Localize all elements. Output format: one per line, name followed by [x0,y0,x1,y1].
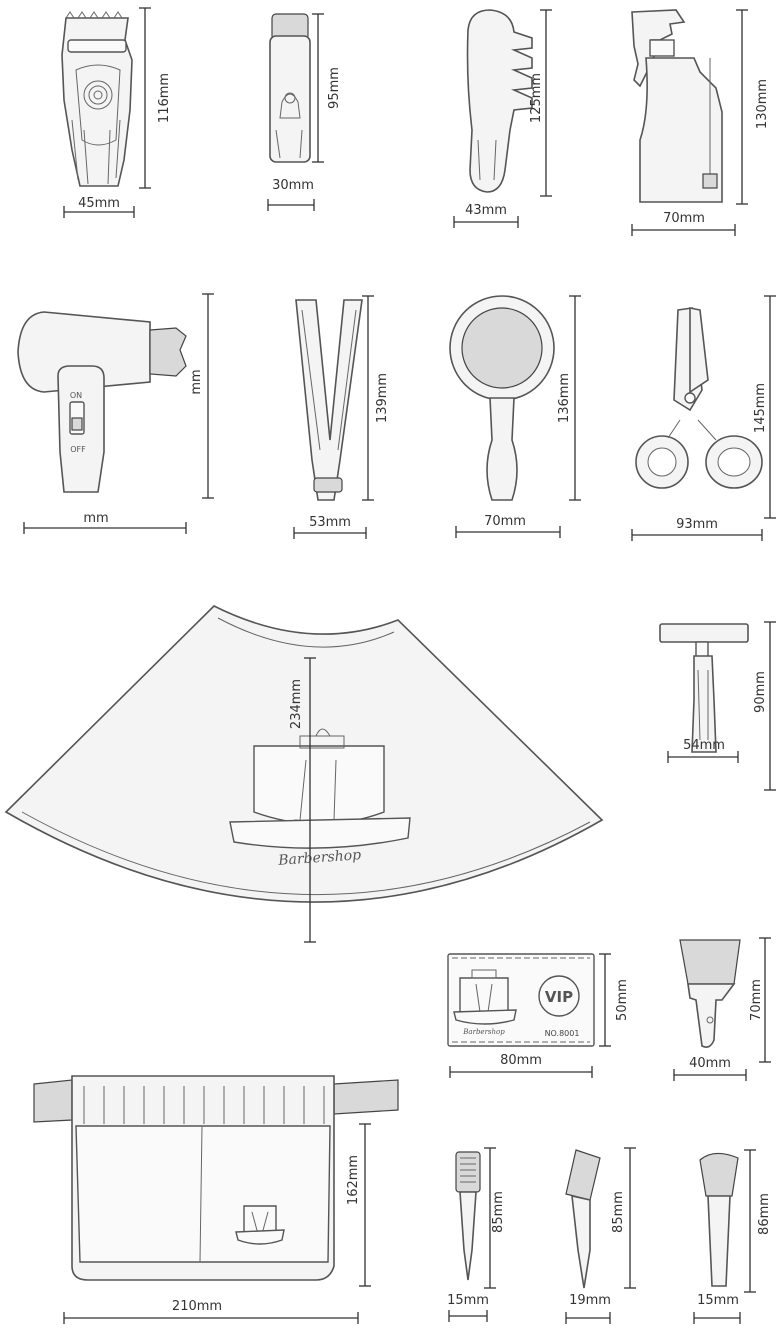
toothbrush-comb-width-label: 19mm [569,1293,611,1308]
cape-logo-text: Barbershop [277,847,362,869]
small-comb-brush-width-dim [448,1310,488,1322]
scissors-height-label: 145mm [753,383,768,433]
scissors-width-dim [631,529,763,541]
tool-belt-width-label: 210mm [172,1299,222,1314]
makeup-brush [699,1152,739,1287]
razor-height-dim [764,621,776,791]
hair-straightener-height-dim [362,295,374,501]
neck-brush-height-dim [759,937,771,1063]
barber-cape: Barbershop [4,605,604,903]
comb-height-dim [540,9,552,197]
hair-straightener-height-label: 139mm [375,373,390,423]
toothbrush-comb [565,1149,601,1289]
hair-dryer-width-label: mm [83,511,108,526]
small-comb-brush-width-label: 15mm [447,1293,489,1308]
small-comb-brush-height-label: 85mm [491,1191,506,1233]
spray-bottle-height-label: 130mm [755,79,770,129]
hand-mirror-width-label: 70mm [484,514,526,529]
vip-card-logo-text: Barbershop [462,1028,505,1036]
toothbrush-comb-height-dim [624,1147,636,1289]
vip-card-width-dim [449,1066,593,1078]
comb-width-dim [453,216,519,228]
hair-dryer-width-dim [23,522,187,534]
hair-straightener [295,299,363,501]
razor-width-label: 54mm [683,738,725,753]
dryer-switch-off: OFF [70,445,86,454]
hair-straightener-width-dim [293,527,367,539]
neck-brush-width-label: 40mm [689,1056,731,1071]
scissors-width-label: 93mm [676,517,718,532]
vip-card-height-dim [599,953,611,1047]
makeup-brush-width-dim [693,1312,741,1324]
toothbrush-comb-height-label: 85mm [611,1191,626,1233]
neck-brush [679,939,741,1048]
hair-clipper-width-label: 45mm [78,196,120,211]
vip-card-width-label: 80mm [500,1053,542,1068]
vip-card: Barbershop VIP NO.8001 [447,953,595,1047]
small-comb-brush [455,1151,481,1281]
hair-clipper-width-dim [63,206,135,218]
scissors-height-dim [764,295,776,519]
hair-clipper-height-dim [139,7,151,189]
spray-can [269,13,311,163]
barber-cape-height-label: 234mm [289,679,304,729]
scissors [635,307,763,489]
barber-cape-height-dim [304,657,316,943]
spray-can-height-dim [312,13,324,163]
tool-belt-height-label: 162mm [346,1155,361,1205]
tool-belt-height-dim [359,1123,371,1287]
hair-clipper-height-label: 116mm [157,73,172,123]
spray-bottle-height-dim [736,9,748,205]
comb [466,9,533,193]
razor [659,623,749,753]
razor-width-dim [667,751,739,763]
toothbrush-comb-width-dim [565,1312,611,1324]
spray-bottle-width-dim [631,224,736,236]
dryer-switch-on: ON [70,391,82,400]
hair-dryer-height-dim [202,293,214,499]
neck-brush-width-dim [673,1069,747,1081]
makeup-brush-height-dim [744,1149,756,1293]
vip-card-number: NO.8001 [545,1029,580,1038]
hand-mirror-height-label: 136mm [557,373,572,423]
vip-card-height-label: 50mm [615,979,630,1021]
tool-belt [33,1075,399,1281]
spray-can-width-dim [267,199,315,211]
razor-height-label: 90mm [753,671,768,713]
hair-dryer-height-label: mm [189,369,204,394]
makeup-brush-width-label: 15mm [697,1293,739,1308]
spray-bottle-width-label: 70mm [663,211,705,226]
hair-clipper [61,11,133,187]
spray-can-height-label: 95mm [327,67,342,109]
neck-brush-height-label: 70mm [749,979,764,1021]
hair-dryer: ON OFF [17,311,187,493]
hand-mirror-width-dim [455,526,561,538]
small-comb-brush-height-dim [484,1147,496,1289]
hand-mirror [449,295,555,501]
spray-can-width-label: 30mm [272,178,314,193]
spray-bottle [631,9,723,203]
makeup-brush-height-label: 86mm [757,1193,772,1235]
tool-belt-width-dim [63,1312,359,1324]
vip-badge: VIP [545,988,573,1006]
comb-width-label: 43mm [465,203,507,218]
hair-straightener-width-label: 53mm [309,515,351,530]
comb-height-label: 125mm [529,73,544,123]
hand-mirror-height-dim [569,295,581,501]
